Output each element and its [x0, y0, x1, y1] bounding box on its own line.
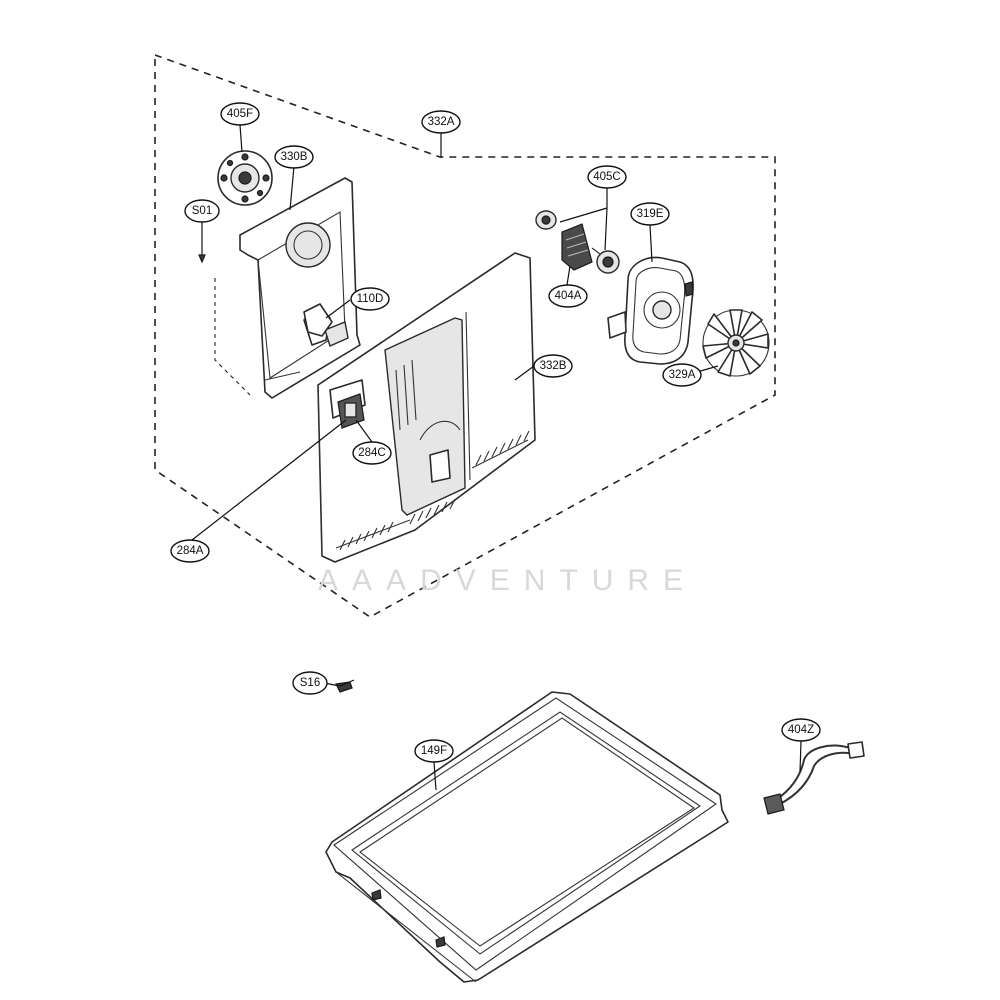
svg-text:149F: 149F	[421, 745, 447, 757]
part-404a-fan-motor[interactable]	[561, 223, 601, 271]
svg-text:284A: 284A	[177, 545, 204, 557]
assembly-boundary-dashed-outline	[154, 53, 776, 618]
svg-text:404Z: 404Z	[788, 724, 814, 736]
callout-319e: 319E	[630, 202, 670, 226]
part-319e-fan-shroud[interactable]	[607, 256, 694, 365]
vent-slots-332b-left	[339, 498, 456, 551]
svg-text:405C: 405C	[593, 171, 621, 183]
callout-404a: 404A	[548, 284, 588, 308]
part-405c-grommets[interactable]	[535, 210, 620, 274]
callout-332a: 332A	[421, 110, 461, 134]
part-329a-fan-blade[interactable]	[702, 309, 770, 377]
part-110d-bracket[interactable]	[303, 303, 333, 337]
callout-284c: 284C	[352, 441, 392, 465]
callout-s16: S16	[292, 671, 328, 695]
watermark: AAADVENTURE	[318, 564, 697, 597]
callout-405c: 405C	[587, 165, 627, 189]
callout-404z: 404Z	[781, 718, 821, 742]
svg-text:284C: 284C	[358, 447, 386, 459]
callout-332b: 332B	[533, 354, 573, 378]
svg-text:332A: 332A	[428, 116, 455, 128]
svg-text:404A: 404A	[555, 290, 582, 302]
callout-s01: S01	[184, 199, 220, 223]
mounting-guide-330b	[214, 278, 251, 396]
svg-text:330B: 330B	[281, 151, 308, 163]
svg-text:110D: 110D	[357, 293, 384, 305]
svg-text:329A: 329A	[669, 369, 696, 381]
part-404z-wire-harness[interactable]	[763, 741, 865, 815]
svg-text:S01: S01	[192, 205, 212, 217]
svg-text:405F: 405F	[227, 108, 253, 120]
callout-405f: 405F	[220, 102, 260, 126]
vent-slots-332b-right	[475, 430, 530, 466]
part-s16-screw[interactable]	[335, 679, 355, 693]
callout-110d: 110D	[350, 287, 390, 311]
svg-text:S16: S16	[300, 677, 320, 689]
svg-text:332B: 332B	[540, 360, 567, 372]
callout-330b: 330B	[274, 145, 314, 169]
part-s01-screw[interactable]	[198, 222, 206, 264]
callout-284a: 284A	[170, 539, 210, 563]
part-284c-module[interactable]	[337, 393, 365, 429]
part-149f-glass-shelf[interactable]	[325, 691, 729, 983]
part-330b-back-plate[interactable]	[239, 177, 361, 399]
svg-text:319E: 319E	[637, 208, 664, 220]
callout-149f: 149F	[414, 739, 454, 763]
callout-329a: 329A	[662, 363, 702, 387]
part-405f-damper-disc[interactable]	[217, 150, 273, 206]
part-332b-front-cover[interactable]	[317, 252, 536, 563]
